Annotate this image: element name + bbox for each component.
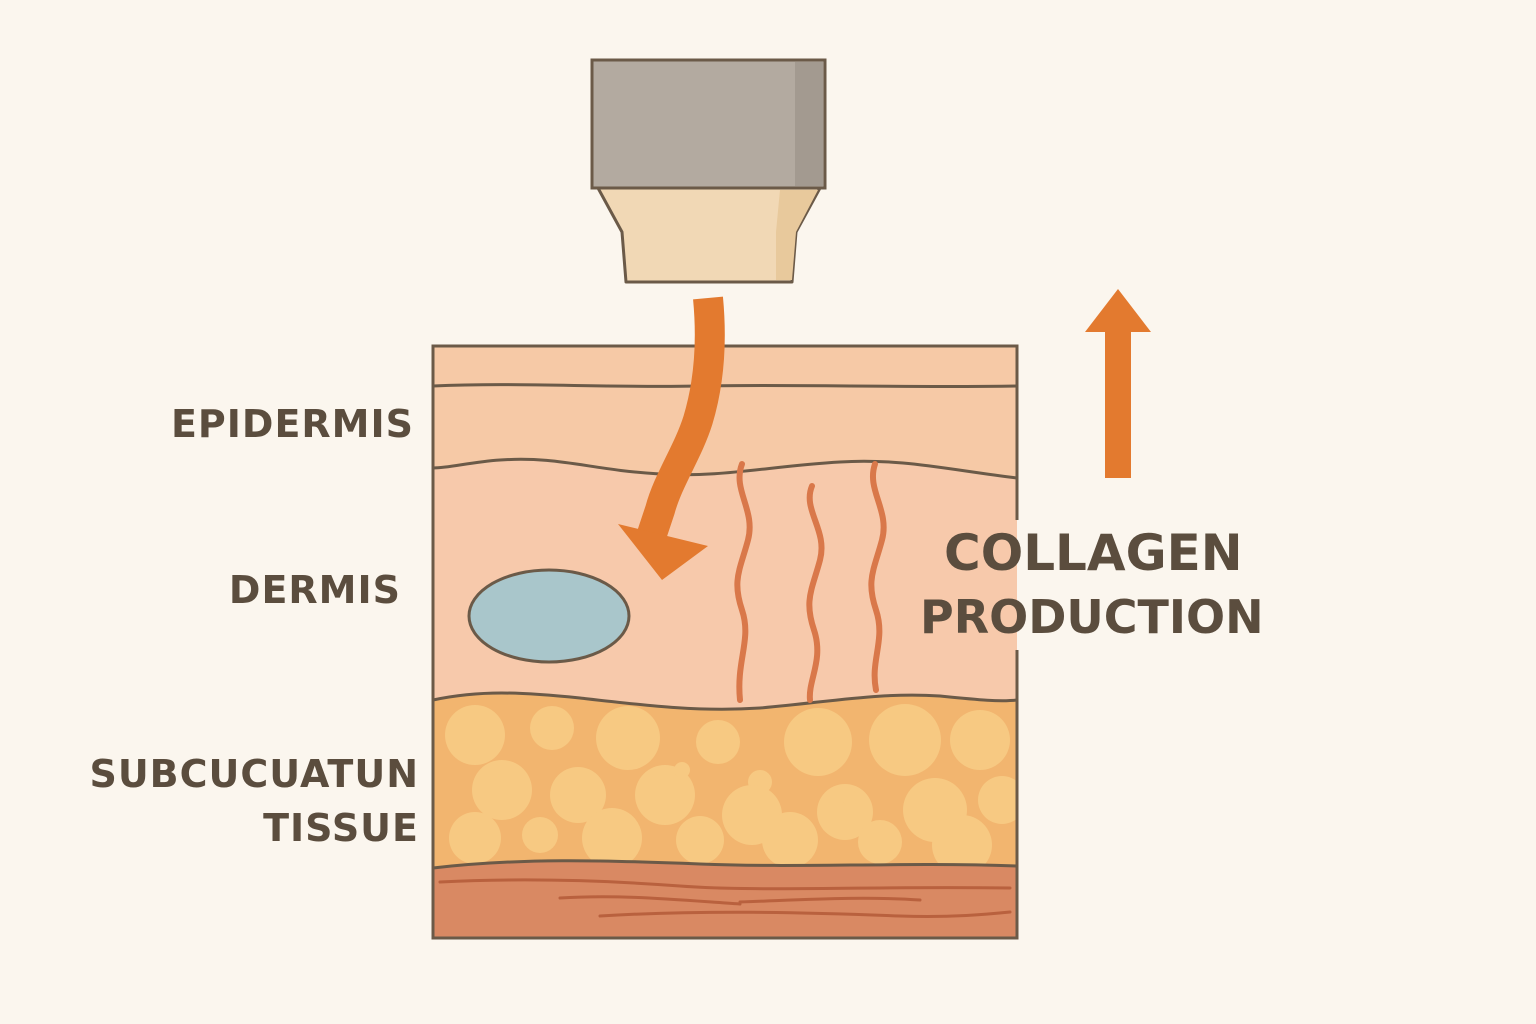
label-dermis: DERMIS [228, 568, 401, 612]
muscle-fibers [438, 878, 1012, 919]
fat-cells [445, 704, 1017, 875]
label-production: PRODUCTION [920, 590, 1264, 644]
device-tip [596, 186, 822, 284]
epidermis-layer [433, 346, 1017, 478]
label-subcutaneous-line1: SUBCUCUATUN [89, 752, 419, 796]
device-tip-shade [776, 190, 818, 280]
curved-arrow-down-icon [618, 296, 725, 580]
dermis-subcutaneous-boundary [432, 691, 1018, 711]
muscle-layer [433, 860, 1017, 938]
arrow-up-icon [1085, 289, 1151, 478]
ultrasound-transducer-icon [590, 58, 827, 284]
wavy-collagen-fibers [734, 461, 887, 703]
device-body-shade [795, 62, 823, 186]
subcutaneous-muscle-boundary [432, 859, 1018, 870]
blood-vessel-ellipse [467, 568, 631, 664]
label-subcutaneous-line2: TISSUE [263, 806, 419, 850]
device-body [590, 58, 827, 190]
skin-outline [431, 344, 1019, 940]
label-collagen: COLLAGEN [944, 524, 1243, 582]
skin-cross-section [431, 344, 1019, 940]
label-epidermis: EPIDERMIS [170, 402, 414, 446]
